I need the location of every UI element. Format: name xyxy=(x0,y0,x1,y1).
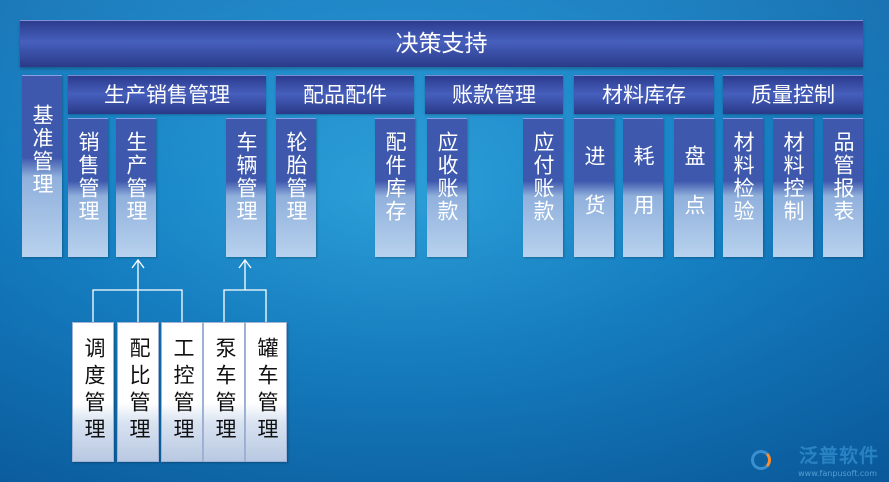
connector-production-bracket xyxy=(92,289,183,322)
box-accounts-payable: 应付账款 xyxy=(523,118,563,257)
box-stocktake: 盘点 xyxy=(674,118,714,257)
connector-production-arrow xyxy=(131,258,145,269)
box-quality-reports-label: 品管报表 xyxy=(831,131,855,223)
box-material-inspection: 材料检验 xyxy=(723,118,763,257)
logo-url: www.fanpusoft.com xyxy=(798,469,877,478)
box-dispatch-management: 调度管理 xyxy=(72,322,114,462)
box-mix-ratio-label: 配比管理 xyxy=(127,337,151,445)
header-sales-production: 生产销售管理 xyxy=(68,75,266,114)
box-inspection-label: 材料检验 xyxy=(731,131,755,223)
title-bar: 决策支持 xyxy=(20,20,863,67)
box-accounts-receivable: 应收账款 xyxy=(427,118,467,257)
box-mix-ratio-management: 配比管理 xyxy=(117,322,159,462)
box-purchase: 进货 xyxy=(574,118,614,257)
box-consumption: 耗用 xyxy=(623,118,663,257)
box-tire-management: 轮胎管理 xyxy=(276,118,316,257)
box-production-label: 生产管理 xyxy=(124,131,148,223)
box-industrial-control-management: 工控管理 xyxy=(161,322,203,462)
header-material-inventory: 材料库存 xyxy=(574,75,714,114)
box-dispatch-label: 调度管理 xyxy=(82,337,106,445)
box-industrial-control-label: 工控管理 xyxy=(171,337,195,445)
box-purchase-label: 进货 xyxy=(582,145,606,243)
box-tire-label: 轮胎管理 xyxy=(284,131,308,223)
module-base-management: 基准管理 xyxy=(22,75,62,257)
box-receivable-label: 应收账款 xyxy=(435,131,459,223)
box-stocktake-label: 盘点 xyxy=(682,145,706,243)
module-base-label: 基准管理 xyxy=(30,104,54,196)
box-payable-label: 应付账款 xyxy=(531,131,555,223)
box-material-control: 材料控制 xyxy=(773,118,813,257)
logo-text: 泛普软件 xyxy=(798,445,879,467)
box-consumption-label: 耗用 xyxy=(631,145,655,243)
box-sales-management: 销售管理 xyxy=(68,118,108,257)
box-quality-reports: 品管报表 xyxy=(823,118,863,257)
box-pump-truck-management: 泵车管理 xyxy=(203,322,245,462)
box-parts-inventory: 配件库存 xyxy=(375,118,415,257)
header-quality-control: 质量控制 xyxy=(723,75,863,114)
header-accounts: 账款管理 xyxy=(425,75,563,114)
box-parts-inventory-label: 配件库存 xyxy=(383,131,407,223)
connector-vehicle-bracket xyxy=(223,289,267,322)
connector-vehicle-arrow xyxy=(238,258,252,269)
box-vehicle-label: 车辆管理 xyxy=(234,131,258,223)
box-sales-label: 销售管理 xyxy=(76,131,100,223)
box-material-control-label: 材料控制 xyxy=(781,131,805,223)
header-parts: 配品配件 xyxy=(276,75,414,114)
box-tank-truck-label: 罐车管理 xyxy=(255,337,279,445)
box-production-management: 生产管理 xyxy=(116,118,156,257)
box-pump-truck-label: 泵车管理 xyxy=(213,337,237,445)
box-tank-truck-management: 罐车管理 xyxy=(245,322,287,462)
logo-icon xyxy=(751,450,771,470)
box-vehicle-management: 车辆管理 xyxy=(226,118,266,257)
